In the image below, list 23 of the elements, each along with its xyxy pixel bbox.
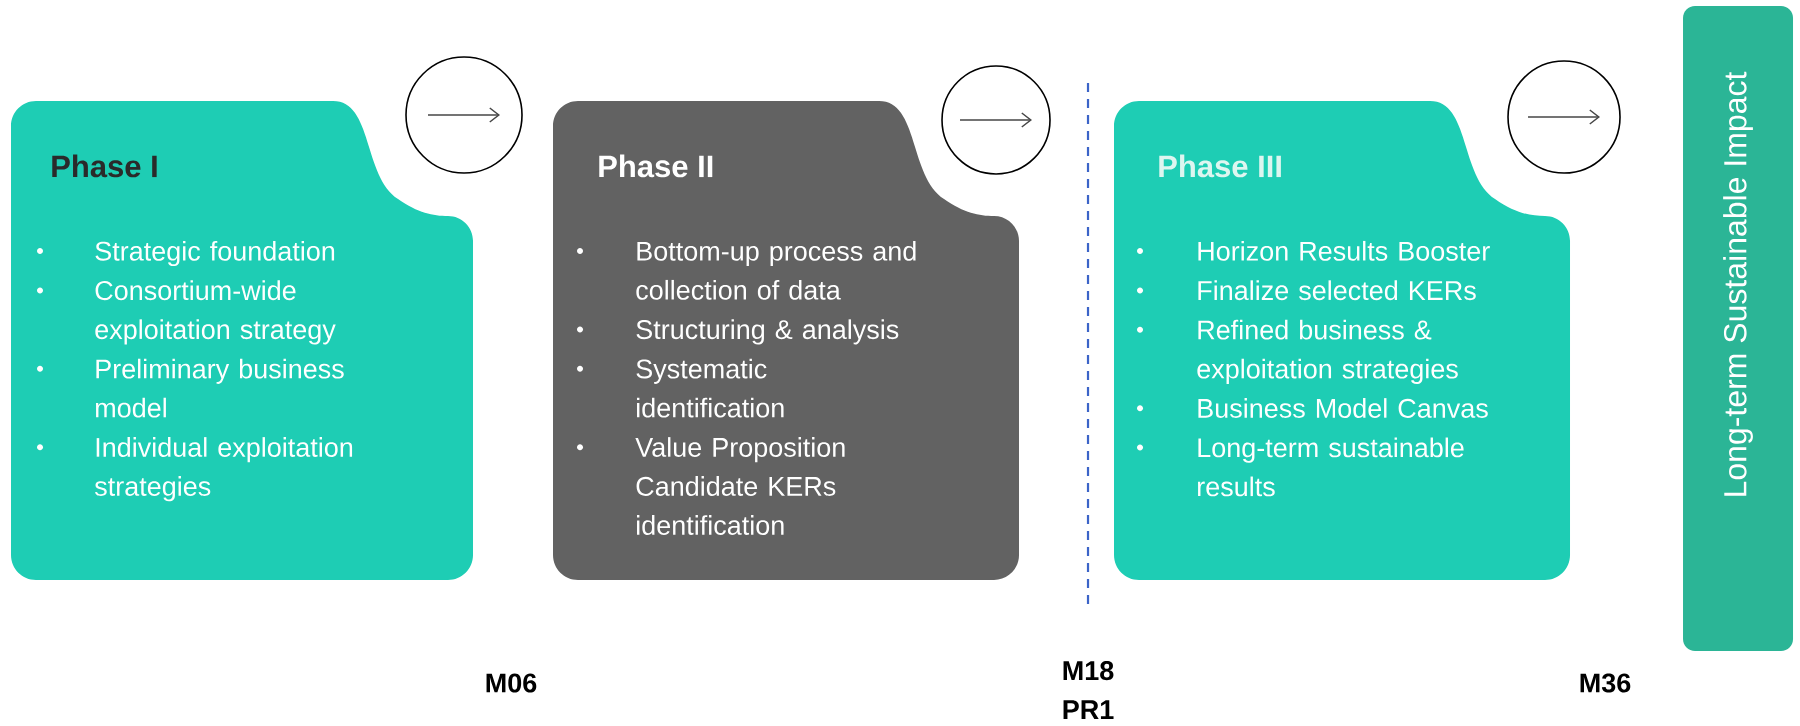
bullet-item: Structuring & analysis [577,319,899,345]
bullet-item: Horizon Results Booster [1137,240,1490,261]
bullet-item: Strategic foundation [37,240,335,267]
bullet-item: Systematic identification [577,358,784,418]
bullet-item: Preliminary business model [37,358,344,418]
bullet-item: Individual exploitation strategies [37,437,353,502]
milestone-label: M18 PR1 [1063,661,1114,719]
milestone-label: M06 [486,673,537,693]
phase-heading: Phase I [52,154,157,178]
bullet-item: Value Proposition Candidate KERs identification [577,437,845,535]
bullet-item: Finalize selected KERs [1137,280,1476,301]
bullet-item: Refined business & exploitation strategies [1137,319,1458,384]
phase-heading: Phase II [599,154,713,178]
bullet-item: Consortium-wide exploitation strategy [37,280,336,345]
bullet-item: Business Model Canvas [1137,398,1488,418]
arrow-circle [941,65,1051,175]
phase-heading: Phase III [1159,154,1281,178]
arrow-circle [1507,60,1621,174]
impact-bar: Long-term Sustainable Impact [1683,6,1793,651]
bullet-item: Long-term sustainable results [1137,437,1464,497]
arrow-circle [405,56,523,174]
milestone-label: M36 [1580,673,1631,693]
bullet-item: Bottom-up process and collection of data [577,240,916,300]
